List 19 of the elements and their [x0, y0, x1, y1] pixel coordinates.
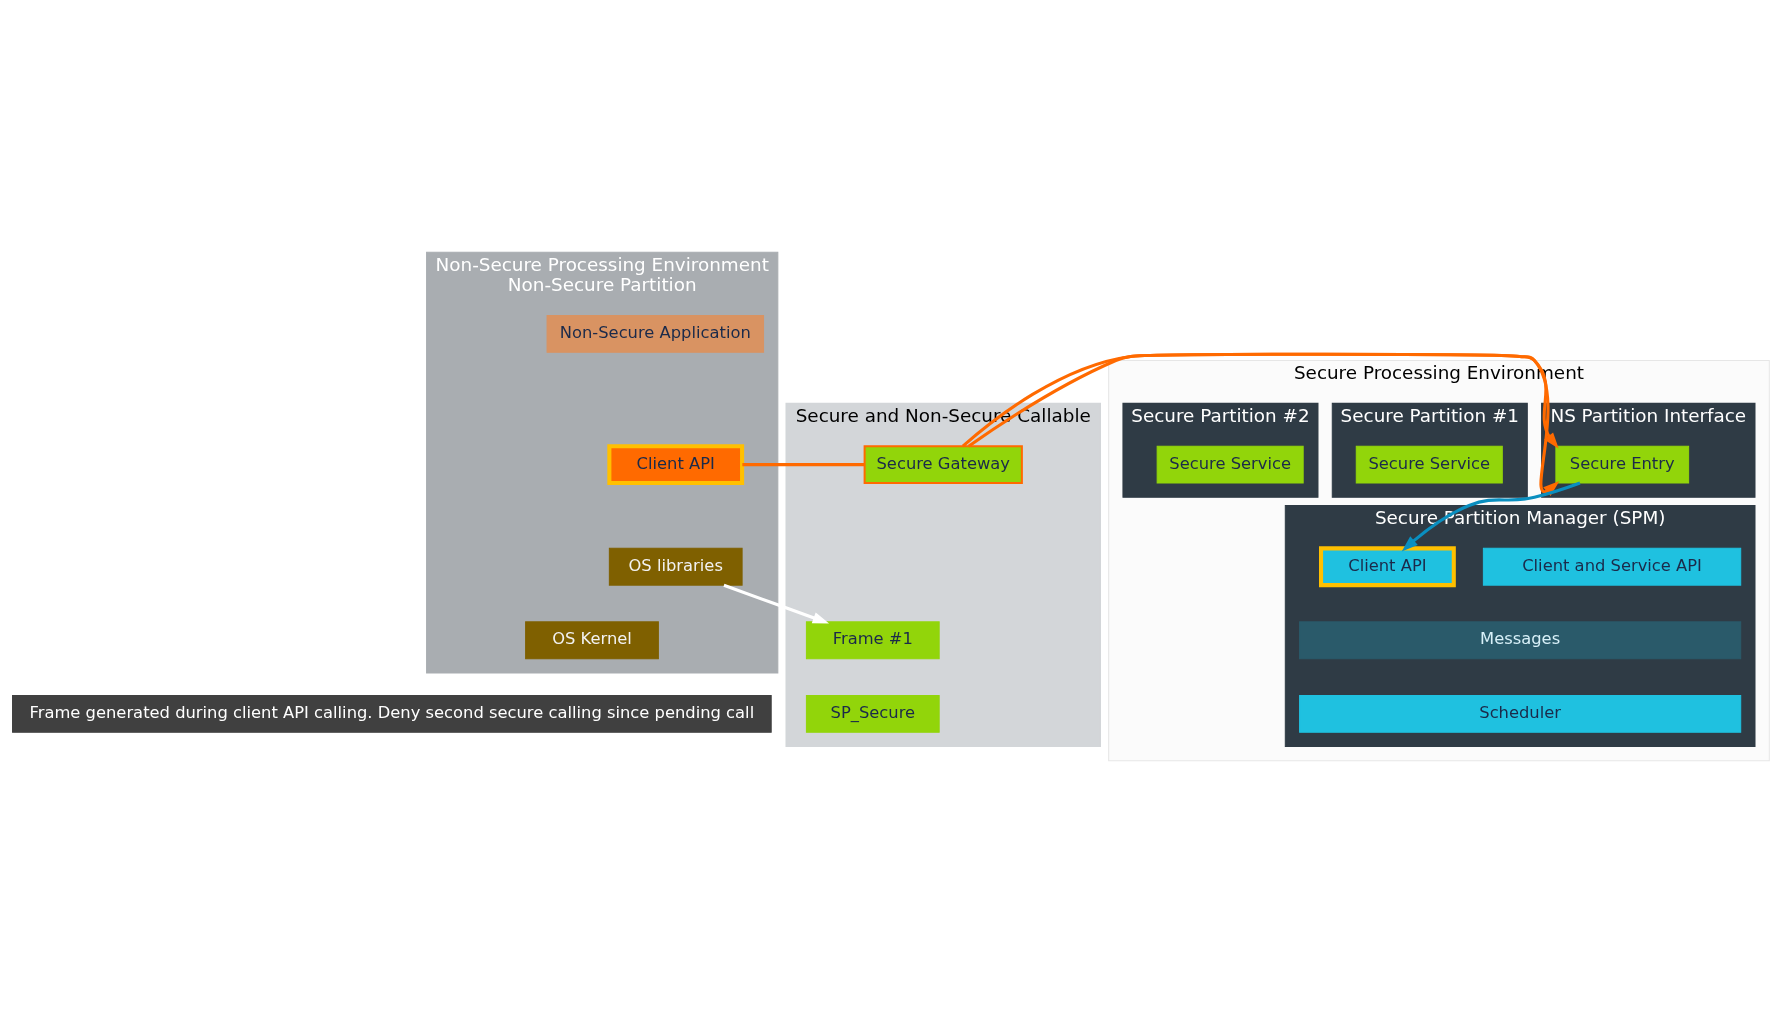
node-box: Client API	[607, 444, 745, 486]
arrow	[967, 352, 1560, 496]
node-box: Messages	[1299, 621, 1742, 660]
node-box: Client and Service API	[1482, 547, 1742, 586]
node-box: Frame generated during client API calling. Deny second secure calling since pending call	[12, 694, 772, 733]
arrow	[723, 583, 830, 624]
node-box: Secure Entry	[1555, 445, 1690, 484]
node-box: OS Kernel	[525, 621, 659, 660]
node-box: OS libraries	[608, 547, 743, 586]
node-box: Secure Gateway	[863, 445, 1023, 485]
node-box: SP_Secure	[805, 694, 940, 733]
connector	[742, 463, 865, 467]
node-box: Non-Secure Application	[546, 315, 765, 353]
node-box: Scheduler	[1299, 694, 1742, 733]
node-box: Client API	[1319, 546, 1456, 588]
arrow	[1401, 481, 1581, 552]
node-box: Secure Service	[1355, 445, 1503, 484]
node-box: Secure Service	[1156, 445, 1304, 484]
node-box: Frame #1	[805, 621, 940, 660]
